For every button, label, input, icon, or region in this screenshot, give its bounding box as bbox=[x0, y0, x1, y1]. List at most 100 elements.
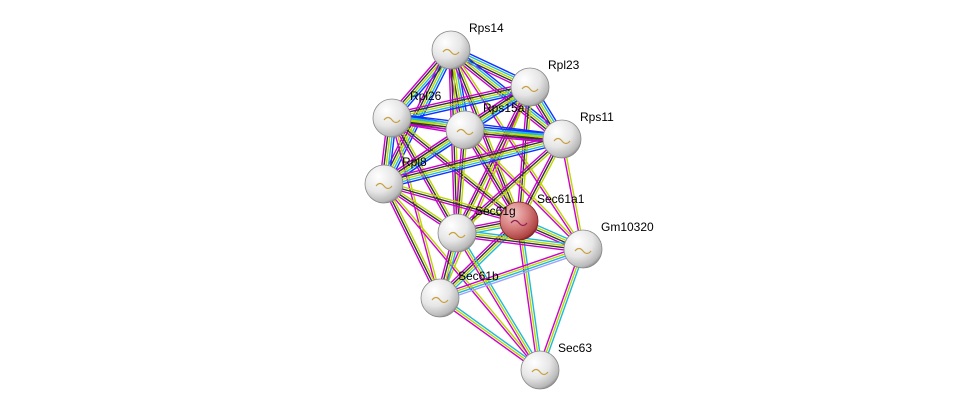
node-sphere[interactable] bbox=[437, 213, 477, 253]
edge-line-coexpression bbox=[383, 183, 441, 299]
node-label: Sec61g bbox=[475, 204, 516, 218]
edge-Rpl8-Sec63[interactable] bbox=[382, 182, 542, 372]
node-sphere[interactable] bbox=[520, 350, 560, 390]
edge-line-experiments bbox=[438, 245, 583, 296]
node-sec63[interactable]: Sec63 bbox=[520, 341, 592, 390]
node-gm10320[interactable]: Gm10320 bbox=[563, 220, 654, 269]
node-sphere[interactable] bbox=[542, 119, 582, 159]
node-sphere[interactable] bbox=[364, 164, 404, 204]
node-label: Rps11 bbox=[580, 110, 614, 124]
edge-line-experiments bbox=[454, 233, 539, 372]
node-sec61b[interactable]: Sec61b bbox=[420, 269, 499, 318]
edge-line-textmining bbox=[440, 87, 532, 299]
node-label: Sec61a1 bbox=[537, 192, 585, 206]
edge-line-experiments bbox=[381, 184, 439, 300]
edge-line-textmining bbox=[392, 117, 442, 298]
edge-line-database bbox=[458, 231, 543, 370]
edge-line-textmining bbox=[385, 182, 443, 298]
node-rps11[interactable]: Rps11 bbox=[542, 110, 614, 159]
node-sphere[interactable] bbox=[563, 229, 603, 269]
edge-line-database bbox=[392, 88, 531, 121]
node-rpl26[interactable]: Rpl26 bbox=[372, 89, 442, 138]
edge-line-textmining bbox=[465, 128, 585, 249]
node-label: Rpl23 bbox=[548, 58, 580, 72]
edge-Rpl26-Sec61b[interactable] bbox=[390, 117, 442, 299]
node-sphere[interactable] bbox=[510, 67, 550, 107]
node-sec61g[interactable]: Sec61g bbox=[437, 204, 516, 253]
node-rpl8[interactable]: Rpl8 bbox=[364, 155, 427, 204]
edge-Rps11-Rpl8[interactable] bbox=[382, 134, 564, 189]
node-rps14[interactable]: Rps14 bbox=[431, 21, 504, 70]
edge-line-experiments bbox=[537, 248, 582, 370]
protein-structure-icon bbox=[574, 247, 592, 255]
edge-line-textmining bbox=[383, 138, 563, 185]
edge-line-textmining bbox=[439, 297, 541, 371]
edge-line-textmining bbox=[518, 220, 541, 371]
edge-Sec61g-Sec63[interactable] bbox=[454, 231, 543, 372]
protein-structure-icon bbox=[456, 128, 474, 136]
protein-structure-icon bbox=[431, 296, 449, 304]
edge-Rpl8-Sec61b[interactable] bbox=[381, 182, 443, 300]
protein-structure-icon bbox=[448, 231, 466, 239]
edge-Rpl8-Sec61a1[interactable] bbox=[383, 181, 520, 224]
node-label: Sec63 bbox=[558, 341, 592, 355]
edge-line-experiments bbox=[390, 118, 440, 299]
node-sphere[interactable] bbox=[431, 30, 471, 70]
edge-line-experiments bbox=[516, 221, 539, 371]
edge-line-experiments bbox=[382, 134, 562, 181]
edge-line-homology bbox=[440, 251, 585, 302]
edge-line-coexpression bbox=[383, 136, 562, 183]
edge-line-coexpression bbox=[383, 183, 520, 222]
edge-line-textmining bbox=[384, 181, 520, 220]
edge-line-database bbox=[451, 47, 564, 138]
edge-line-database bbox=[440, 295, 542, 369]
edge-Sec61b-Sec63[interactable] bbox=[438, 295, 542, 373]
edge-line-experiments bbox=[463, 130, 583, 251]
edge-line-textmining bbox=[451, 49, 585, 249]
edge-line-textmining bbox=[539, 248, 584, 371]
edge-Rps11-Sec61g[interactable] bbox=[455, 136, 564, 236]
node-sec61a1[interactable]: Sec61a1 bbox=[499, 192, 585, 241]
edge-line-textmining bbox=[520, 87, 533, 222]
edge-line-experiments bbox=[382, 184, 540, 372]
edge-line-coexpression bbox=[456, 233, 583, 251]
edge-Rps15a-Gm10320[interactable] bbox=[463, 128, 585, 251]
edge-line-database bbox=[440, 249, 584, 300]
edge-line-textmining bbox=[439, 247, 583, 298]
protein-structure-icon bbox=[383, 116, 401, 124]
edge-line-textmining bbox=[384, 182, 542, 370]
node-rpl23[interactable]: Rpl23 bbox=[510, 58, 580, 107]
protein-structure-icon bbox=[375, 182, 393, 190]
edge-line-coexpression bbox=[391, 117, 520, 222]
edge-Gm10320-Sec63[interactable] bbox=[537, 248, 586, 371]
edge-line-coexpression bbox=[449, 51, 562, 142]
node-sphere[interactable] bbox=[499, 201, 539, 241]
edge-line-database bbox=[541, 249, 586, 371]
edge-line-experiments bbox=[390, 82, 530, 115]
edge-Gm10320-Sec61b[interactable] bbox=[438, 245, 585, 302]
edge-line-experiments bbox=[383, 185, 519, 224]
node-sphere[interactable] bbox=[445, 110, 485, 150]
node-sphere[interactable] bbox=[420, 278, 460, 318]
protein-structure-icon bbox=[510, 219, 528, 227]
edge-line-textmining bbox=[458, 140, 564, 236]
node-label: Rpl26 bbox=[410, 89, 442, 103]
node-label: Sec61b bbox=[458, 269, 499, 283]
node-label: Rps14 bbox=[469, 21, 504, 35]
node-label: Rpl8 bbox=[402, 155, 427, 169]
edge-line-experiments bbox=[456, 235, 583, 253]
edge-line-cooccurrence bbox=[384, 142, 564, 189]
node-sphere[interactable] bbox=[372, 98, 412, 138]
node-label: Gm10320 bbox=[601, 220, 654, 234]
node-rps15a[interactable]: Rps15a bbox=[445, 101, 525, 150]
protein-structure-icon bbox=[442, 48, 460, 56]
protein-structure-icon bbox=[521, 85, 539, 93]
protein-structure-icon bbox=[531, 368, 549, 376]
edge-line-coexpression bbox=[518, 86, 531, 222]
edge-line-textmining bbox=[393, 116, 460, 233]
edge-line-textmining bbox=[456, 232, 541, 371]
edge-line-coexpression bbox=[391, 84, 530, 117]
edge-line-coexpression bbox=[450, 49, 520, 222]
